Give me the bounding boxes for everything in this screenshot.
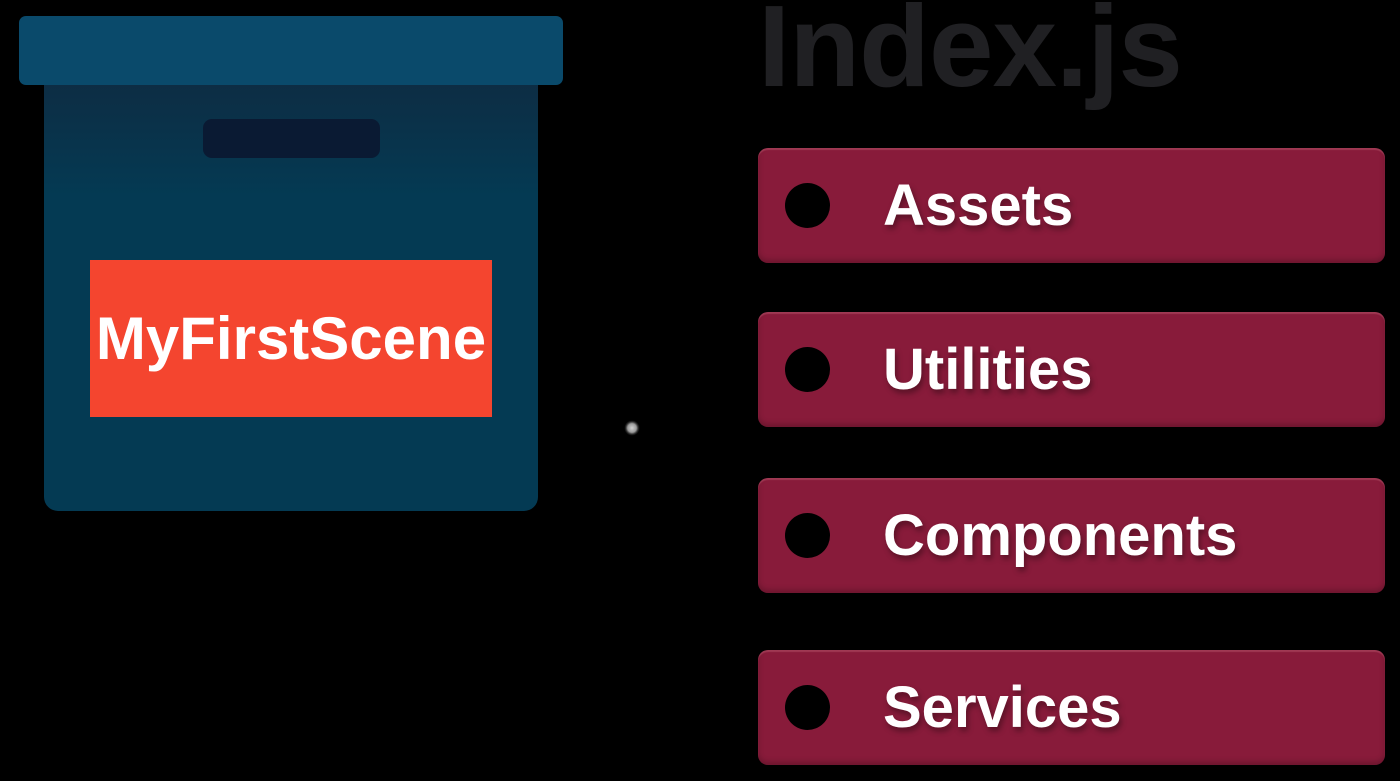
list-item-assets: Assets [758,148,1385,263]
archive-box-lid [19,16,563,85]
list-item-label: Utilities [883,337,1093,402]
archive-box-label-text: MyFirstScene [95,305,487,372]
index-js-title: Index.js [758,0,1183,111]
list-item-label: Services [883,675,1122,740]
list-item-components: Components [758,478,1385,593]
list-item-label: Assets [883,173,1074,238]
list-item-utilities: Utilities [758,312,1385,427]
bullet-circle-icon [785,513,830,558]
archive-box-handle-slot [203,119,380,158]
cursor-speck-artifact [624,420,640,436]
bullet-circle-icon [785,347,830,392]
archive-box-label: MyFirstScene [90,260,492,417]
list-item-services: Services [758,650,1385,765]
bullet-circle-icon [785,183,830,228]
list-item-label: Components [883,503,1238,568]
bullet-circle-icon [785,685,830,730]
